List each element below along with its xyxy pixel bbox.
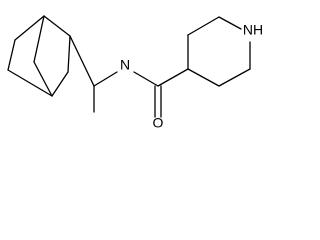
molecule-structure: N O NH bbox=[7, 15, 263, 131]
bond-pip-c3-c2 bbox=[187, 16, 220, 36]
bond-nh-carbonyl bbox=[133, 71, 159, 87]
bond-c1-c2 bbox=[43, 15, 71, 37]
piperidine-nh-label: NH bbox=[243, 22, 263, 38]
bond-c3-c2 bbox=[67, 35, 71, 73]
amide-nitrogen-label: N bbox=[120, 57, 130, 73]
bond-c5-c4 bbox=[7, 69, 53, 97]
piperidine-bonds bbox=[187, 16, 251, 87]
carbonyl-oxygen-label: O bbox=[153, 115, 164, 131]
bond-c6-c5 bbox=[7, 39, 16, 71]
linker-bonds bbox=[69, 35, 189, 118]
bond-c4-c3 bbox=[51, 71, 69, 97]
bond-c2-ch bbox=[69, 35, 95, 87]
bond-bridge-c4 bbox=[33, 61, 53, 97]
bond-c1-c6 bbox=[14, 15, 45, 41]
bond-ch-nh bbox=[93, 71, 118, 87]
bond-carbonyl-c4 bbox=[157, 68, 189, 87]
bond-pip-c2-n1 bbox=[218, 16, 242, 30]
bond-pip-c5-c4 bbox=[187, 68, 220, 87]
norbornane-bonds bbox=[7, 15, 71, 97]
bond-pip-c6-c5 bbox=[218, 68, 251, 87]
bond-c1-bridge bbox=[33, 15, 45, 63]
